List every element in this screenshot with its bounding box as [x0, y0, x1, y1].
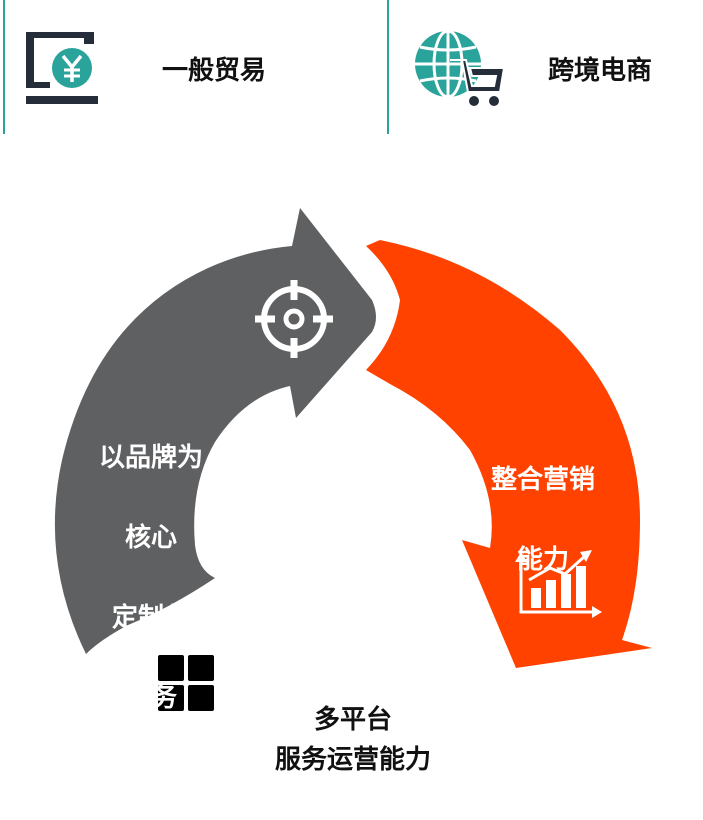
- gray-line-4: 服务: [124, 683, 177, 713]
- orange-line-1: 整合营销: [490, 465, 595, 495]
- orange-line-2: 能力: [516, 545, 569, 575]
- target-icon: [255, 280, 333, 358]
- general-trade-label: 一般贸易: [162, 56, 267, 86]
- gray-arc-arrow: [54, 208, 376, 654]
- yuan-monitor-icon: [22, 30, 102, 110]
- gray-line-1: 以品牌为: [98, 443, 203, 473]
- bar-chart-growth-icon: [515, 550, 602, 618]
- windows-grid-icon: [158, 655, 214, 711]
- integrated-marketing-text: 整合营销 能力: [478, 420, 608, 620]
- globe-cart-icon: [410, 24, 506, 114]
- bottom-line-1: 多平台: [313, 705, 392, 735]
- gray-line-3: 定制化: [111, 603, 190, 633]
- gray-line-2: 核心: [124, 523, 177, 553]
- divider-left: [3, 0, 5, 134]
- bottom-line-2: 服务运营能力: [274, 745, 431, 775]
- multi-platform-text: 多平台 服务运营能力: [240, 700, 466, 780]
- cross-border-ecommerce-label: 跨境电商: [548, 56, 653, 86]
- brand-custom-service-text: 以品牌为 核心 定制化 服务: [86, 398, 216, 758]
- divider-middle: [387, 0, 389, 134]
